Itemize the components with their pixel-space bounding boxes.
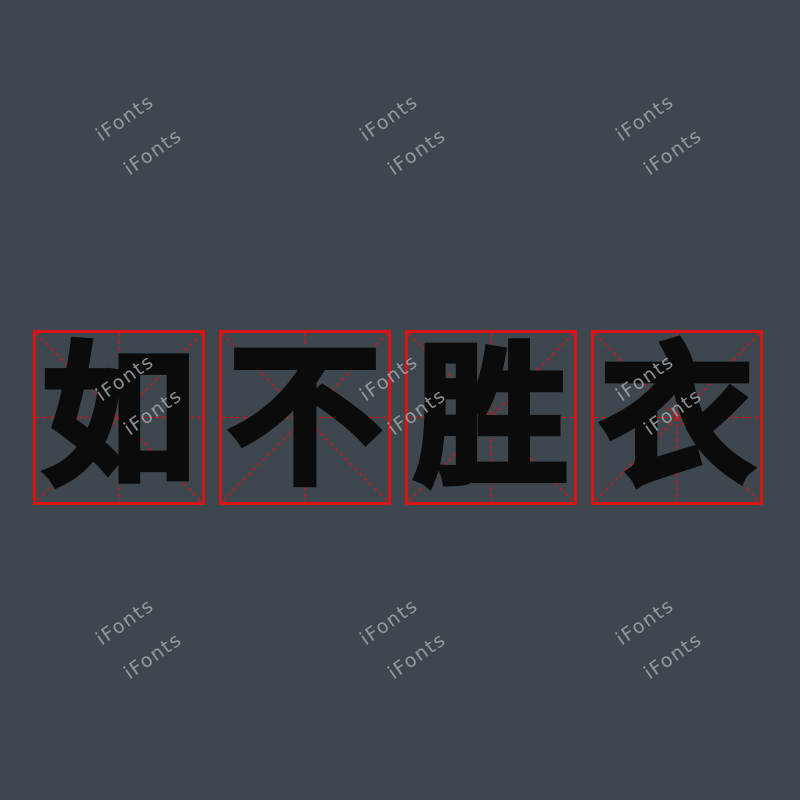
watermark-text: iFonts: [384, 628, 451, 685]
mi-grid-cell-4: 衣: [591, 330, 763, 505]
watermark-text: iFonts: [120, 628, 187, 685]
calligraphy-grid-row: 如 不 胜: [33, 330, 763, 505]
grid-guides-icon: [221, 332, 389, 503]
watermark-text: iFonts: [384, 124, 451, 181]
character-2: 不: [226, 328, 384, 506]
grid-guides-icon: [35, 332, 203, 503]
watermark-text: iFonts: [612, 90, 679, 147]
watermark-text: iFonts: [640, 124, 707, 181]
character-1: 如: [40, 328, 198, 506]
watermark-text: iFonts: [356, 90, 423, 147]
grid-guides-icon: [407, 332, 575, 503]
watermark-text: iFonts: [92, 90, 159, 147]
character-3: 胜: [412, 328, 570, 506]
mi-grid-cell-3: 胜: [405, 330, 577, 505]
mi-grid-cell-2: 不: [219, 330, 391, 505]
grid-guides-icon: [593, 332, 761, 503]
watermark-text: iFonts: [356, 594, 423, 651]
watermark-text: iFonts: [612, 594, 679, 651]
mi-grid-cell-1: 如: [33, 330, 205, 505]
watermark-text: iFonts: [92, 594, 159, 651]
watermark-text: iFonts: [120, 124, 187, 181]
watermark-text: iFonts: [640, 628, 707, 685]
character-4: 衣: [598, 328, 756, 506]
